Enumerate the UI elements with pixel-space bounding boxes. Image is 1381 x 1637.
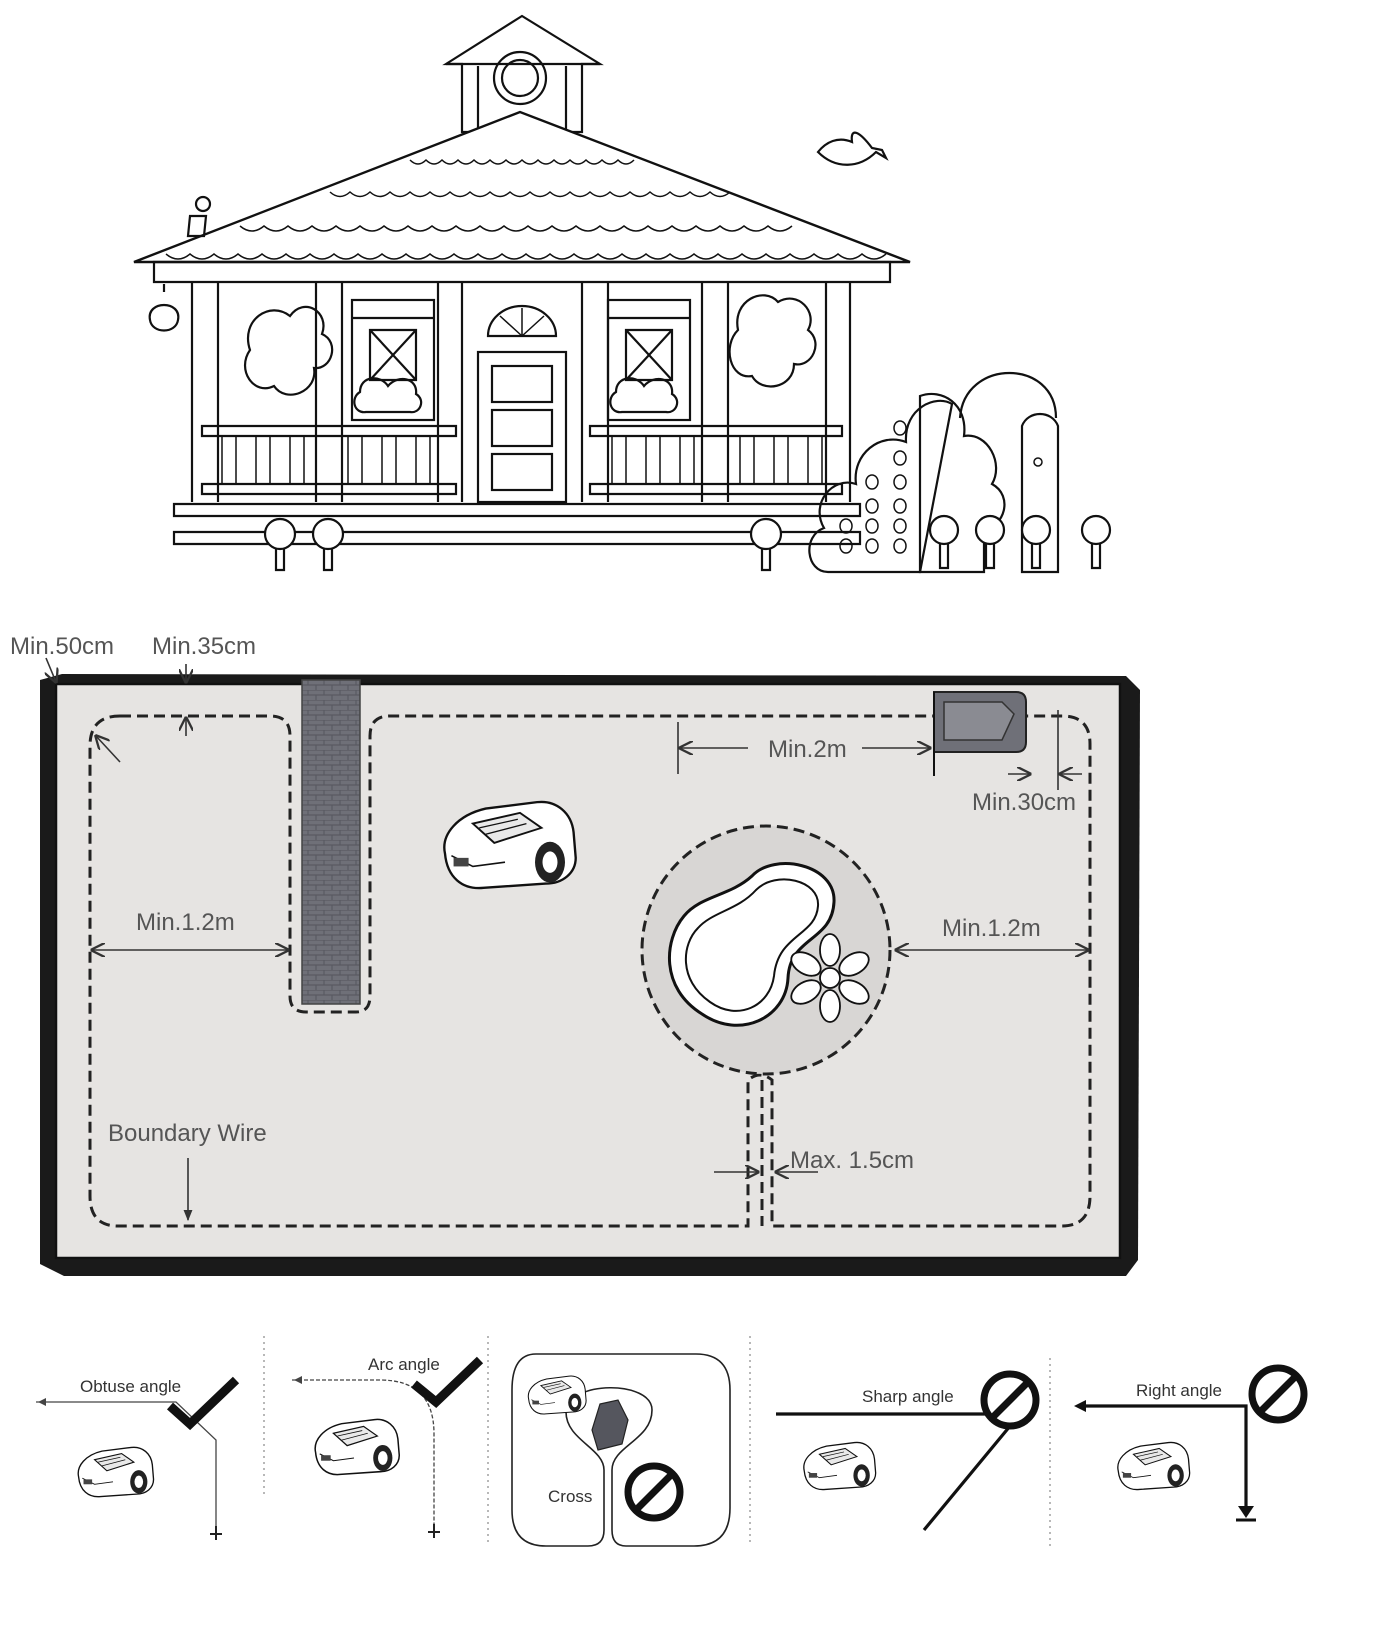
- roof: [133, 110, 911, 284]
- label-cross: Cross: [548, 1487, 592, 1506]
- label-sharp-angle: Sharp angle: [862, 1387, 954, 1406]
- label-min-1-2m-right: Min.1.2m: [942, 915, 1041, 942]
- lawn-plan: Min.50cm Min.35cm Min.2m Min.30cm Min.1.…: [10, 633, 1140, 1276]
- label-arc-angle: Arc angle: [368, 1355, 440, 1374]
- example-right-angle: Right angle: [1074, 1364, 1308, 1522]
- flower-icon: [790, 933, 870, 1023]
- stone-path: [301, 679, 361, 1005]
- label-boundary-wire: Boundary Wire: [108, 1120, 267, 1147]
- house-facade: [148, 282, 862, 572]
- dimension-arrows: [46, 657, 1088, 1222]
- robot-mower-icon: [803, 1441, 877, 1491]
- bird-icon: [816, 131, 889, 166]
- wire-angle-examples: Obtuse angle Arc angle Cross: [36, 1336, 1308, 1547]
- example-cross: Cross: [511, 1353, 731, 1547]
- label-right-angle: Right angle: [1136, 1381, 1222, 1400]
- charging-station-icon: [933, 691, 1027, 776]
- robot-mower-icon: [1117, 1441, 1191, 1491]
- lawn-area: [54, 682, 1122, 1260]
- label-min-35cm: Min.35cm: [152, 633, 256, 660]
- robot-mower-icon: [314, 1418, 401, 1476]
- prohibited-icon: [1248, 1364, 1308, 1424]
- robot-mower-icon: [77, 1446, 155, 1498]
- garden-bushes: [808, 372, 1112, 574]
- example-arc-angle: Arc angle: [292, 1355, 484, 1538]
- cupola: [442, 14, 604, 134]
- label-min-2m: Min.2m: [768, 736, 847, 763]
- prohibited-icon: [624, 1462, 684, 1522]
- label-min-1-2m-left: Min.1.2m: [136, 909, 235, 936]
- boundary-wire: [88, 714, 1092, 1228]
- pond-island: [640, 824, 892, 1076]
- label-max-1-5cm: Max. 1.5cm: [790, 1147, 914, 1174]
- prohibited-icon: [980, 1370, 1040, 1430]
- label-min-30cm: Min.30cm: [972, 789, 1076, 816]
- label-min-50cm: Min.50cm: [10, 633, 114, 660]
- check-icon: [166, 1376, 240, 1431]
- house-illustration: [133, 14, 1112, 574]
- example-obtuse-angle: Obtuse angle: [36, 1376, 240, 1540]
- example-sharp-angle: Sharp angle: [776, 1370, 1040, 1532]
- label-obtuse-angle: Obtuse angle: [80, 1377, 181, 1396]
- check-icon: [411, 1356, 484, 1409]
